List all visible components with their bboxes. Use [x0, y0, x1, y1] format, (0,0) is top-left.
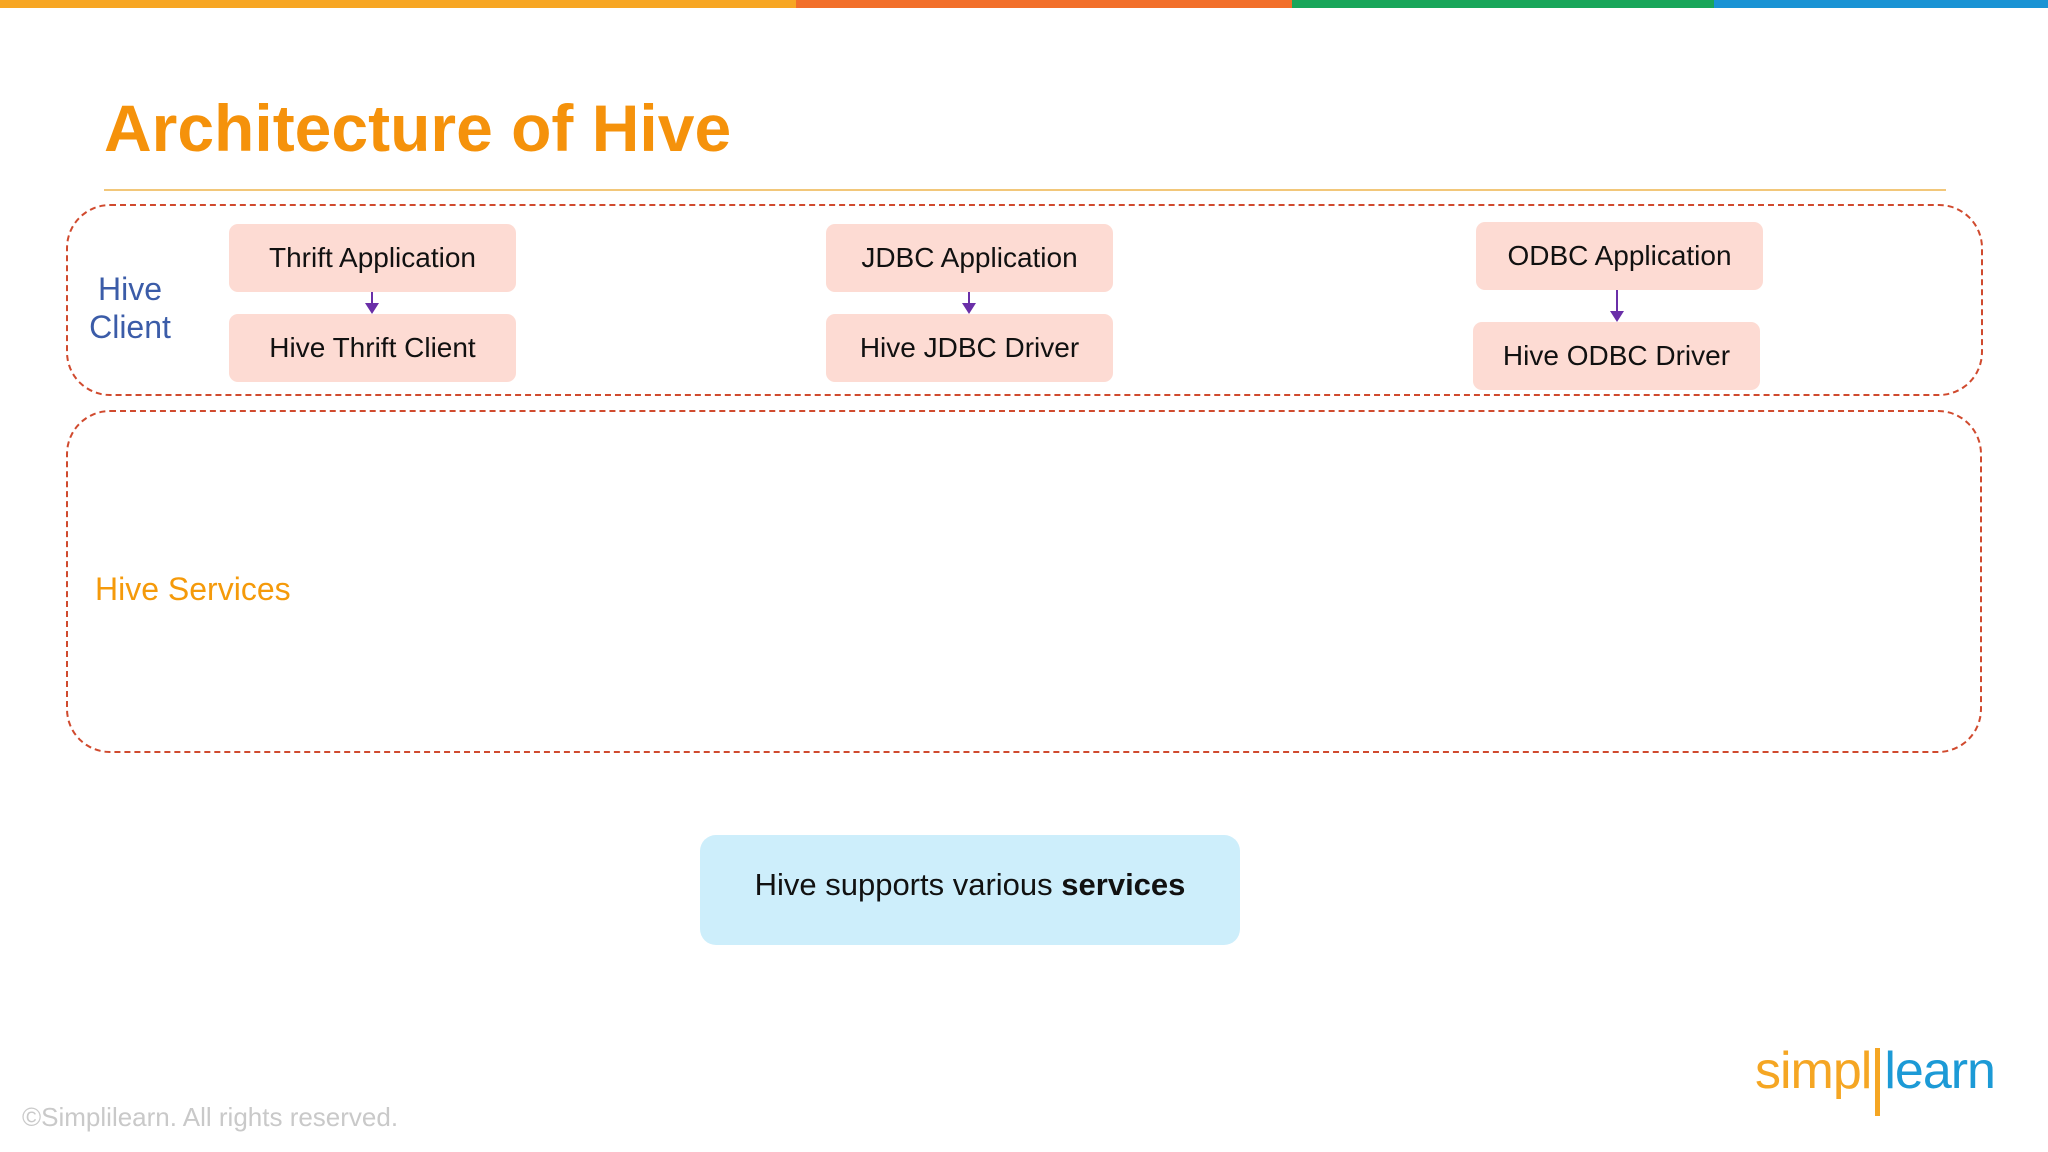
hive-client-label-line1: Hive	[97, 271, 162, 307]
hive-jdbc-driver-box: Hive JDBC Driver	[826, 314, 1113, 382]
odbc-arrow	[1610, 290, 1624, 322]
thrift-arrow	[365, 292, 379, 314]
callout-text: Hive supports various	[754, 867, 1062, 902]
color-bar-segment-3	[1292, 0, 1714, 8]
hive-services-group	[66, 410, 1982, 753]
arrow-head-icon	[1610, 311, 1624, 322]
copyright-footer: ©Simplilearn. All rights reserved.	[22, 1102, 399, 1132]
simplilearn-logo: simpl learn	[1755, 1040, 1996, 1116]
hive-client-label-line2: Client	[89, 309, 171, 345]
jdbc-application-box: JDBC Application	[826, 224, 1113, 292]
slide-title: Architecture of Hive	[104, 91, 732, 165]
title-underline	[104, 189, 1946, 191]
color-bar-segment-4	[1714, 0, 2048, 8]
hive-client-label: Hive Client	[80, 270, 180, 346]
services-callout: Hive supports various services	[700, 835, 1240, 945]
odbc-application-box: ODBC Application	[1476, 222, 1763, 290]
arrow-head-icon	[962, 303, 976, 314]
jdbc-arrow	[962, 292, 976, 314]
top-color-bar	[0, 0, 2048, 8]
hive-odbc-driver-box: Hive ODBC Driver	[1473, 322, 1760, 390]
logo-text-part2: learn	[1884, 1042, 1996, 1100]
hive-services-label: Hive Services	[95, 571, 291, 607]
color-bar-segment-1	[0, 0, 796, 8]
logo-bar-icon	[1875, 1048, 1881, 1116]
hive-thrift-client-box: Hive Thrift Client	[229, 314, 516, 382]
hive-client-group	[66, 204, 1983, 396]
color-bar-segment-2	[796, 0, 1292, 8]
thrift-application-box: Thrift Application	[229, 224, 516, 292]
arrow-head-icon	[365, 303, 379, 314]
callout-bold-text: services	[1061, 867, 1186, 902]
logo-text-part1: simpl	[1755, 1042, 1872, 1100]
